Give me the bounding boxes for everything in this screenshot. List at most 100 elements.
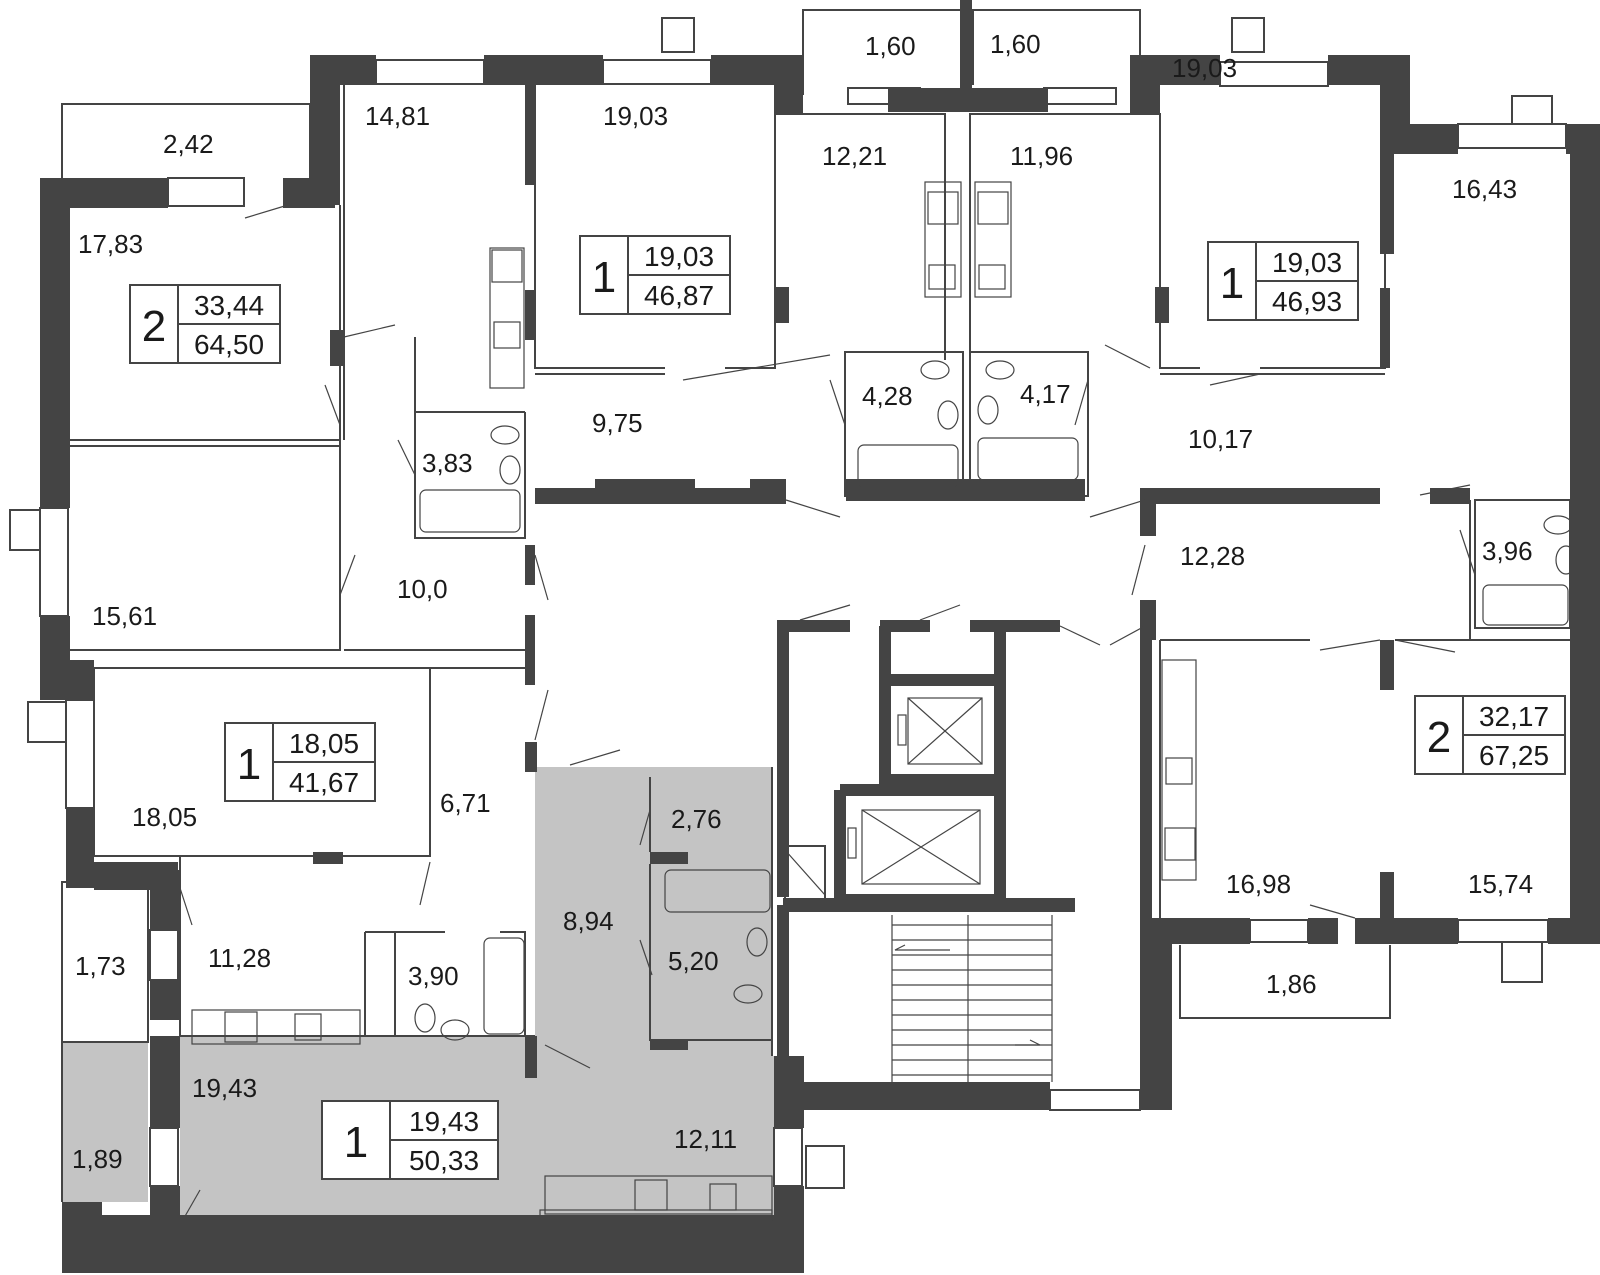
elevator-cross	[907, 697, 983, 765]
bathroom-417	[969, 351, 1089, 497]
wall	[1155, 287, 1169, 323]
apartment-badge: 1 18,05 41,67	[224, 722, 376, 802]
wall	[525, 1036, 537, 1078]
room-area-balcony-top-center-right: 1,60	[990, 29, 1041, 59]
sink	[440, 1019, 470, 1041]
wall	[94, 862, 178, 890]
window	[375, 59, 485, 85]
room-area-bedroom-top-left: 17,83	[78, 229, 143, 259]
elevator-shaft	[879, 626, 1006, 786]
wall	[790, 1082, 1050, 1110]
room-area-balcony-bottom-right: 1,86	[1266, 969, 1317, 999]
window	[1043, 87, 1117, 105]
apartment-badge: 1 19,43 50,33	[321, 1100, 499, 1180]
kitchen-counter	[544, 1175, 773, 1215]
wall	[846, 479, 966, 501]
core-wall	[777, 620, 850, 897]
badge-total-area: 67,25	[1479, 740, 1549, 771]
wall	[1355, 918, 1458, 944]
badge-total-area: 64,50	[194, 329, 264, 360]
apartment-badge: 2 32,17 67,25	[1414, 695, 1566, 775]
wall	[62, 1215, 804, 1273]
window	[39, 507, 69, 617]
kitchen-sink	[294, 1013, 322, 1041]
room-area-room-top-center-right: 19,03	[1172, 53, 1237, 83]
stove	[1164, 827, 1196, 861]
room-area-bath-top-left: 3,83	[422, 448, 473, 478]
window	[1457, 123, 1567, 149]
badge-living-area: 32,17	[1479, 701, 1549, 732]
room-area-kitchen-highlighted: 12,11	[674, 1124, 737, 1154]
window	[602, 59, 712, 85]
room-area-loggia-highlighted: 1,89	[72, 1144, 123, 1174]
stove	[491, 249, 523, 283]
wall	[484, 55, 603, 85]
bathtub	[664, 869, 771, 913]
wall	[1140, 488, 1156, 536]
stove	[977, 191, 1009, 225]
balcony-bottom-right	[1179, 945, 1391, 1019]
wall	[313, 852, 343, 864]
badge-total-area: 46,87	[644, 280, 714, 311]
room-area-hall-right: 12,28	[1180, 541, 1245, 571]
stove	[927, 191, 959, 225]
kitchen-counter	[924, 181, 962, 298]
wall	[1328, 55, 1388, 85]
window	[149, 1127, 179, 1187]
wall	[525, 290, 535, 340]
highlighted-loggia-fill	[62, 1042, 148, 1202]
wall	[1308, 918, 1338, 944]
wall	[62, 1202, 102, 1273]
room-area-kitchen-top-left: 14,81	[365, 101, 430, 131]
badge-room-count: 1	[344, 1118, 368, 1167]
wall	[40, 178, 70, 508]
highlighted-apartment-fill	[150, 767, 774, 1215]
wall	[535, 488, 775, 504]
wall	[150, 1186, 180, 1226]
staircase	[891, 915, 1053, 1082]
bathtub	[419, 489, 521, 533]
wall	[595, 479, 695, 491]
wall	[66, 808, 94, 888]
wall	[525, 85, 535, 185]
kitchen-sink	[709, 1183, 737, 1211]
wall	[1140, 1090, 1172, 1110]
kitchen-sink	[978, 264, 1006, 290]
walls	[40, 0, 1600, 1273]
room-area-hall-center-left: 9,75	[592, 408, 643, 438]
toilet	[985, 360, 1015, 380]
balcony-top-center-right	[972, 9, 1141, 85]
partition	[534, 85, 665, 369]
kitchen-sink	[1165, 757, 1193, 785]
toilet	[733, 984, 763, 1004]
badge-living-area: 19,03	[1272, 247, 1342, 278]
elevator-cross	[861, 809, 981, 885]
badge-total-area: 46,93	[1272, 286, 1342, 317]
kitchens	[191, 181, 1197, 1221]
room-area-bedroom-left: 15,61	[92, 601, 157, 631]
wall	[1140, 918, 1172, 1108]
room-area-bath-highlighted: 5,20	[668, 946, 719, 976]
bathtub	[857, 444, 959, 488]
elevator-cabin	[861, 809, 981, 885]
room-area-hall-highlighted: 8,94	[563, 906, 614, 936]
partition	[725, 85, 776, 369]
room-area-hall-middle-left: 6,71	[440, 788, 491, 818]
room-area-bedroom-right: 15,74	[1468, 869, 1533, 899]
toilet	[920, 360, 950, 380]
partition	[1260, 154, 1386, 369]
partition	[500, 931, 526, 1036]
wall	[650, 1040, 688, 1050]
fixtures	[414, 360, 1577, 1041]
wall	[330, 330, 344, 366]
badge-total-area: 41,67	[289, 767, 359, 798]
wall	[960, 479, 1085, 501]
elevator-counterweight	[847, 827, 857, 859]
wall	[310, 55, 376, 85]
window-sill	[27, 701, 67, 743]
badge-room-count: 2	[142, 302, 166, 351]
apartment-badge: 1 19,03 46,87	[579, 235, 731, 315]
stove	[224, 1011, 258, 1043]
highlighted-apartment	[62, 767, 774, 1215]
window-sill	[1511, 95, 1553, 125]
